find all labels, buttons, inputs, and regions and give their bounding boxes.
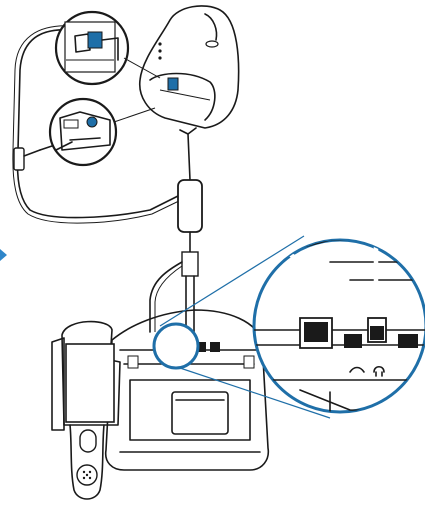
magnified-jack-view bbox=[252, 238, 425, 414]
handset-jack-symbol-icon bbox=[373, 365, 385, 377]
headset-base-unit bbox=[139, 5, 240, 135]
base-stand bbox=[171, 391, 229, 435]
cable-splitter bbox=[13, 144, 56, 171]
handset-grip bbox=[79, 429, 97, 453]
aux-jack-2 bbox=[398, 334, 418, 348]
aux-jack-1 bbox=[344, 334, 362, 348]
dc-jack-icon bbox=[86, 116, 98, 128]
zoom-leader-top bbox=[159, 235, 305, 327]
pointer-arrow-icon bbox=[0, 249, 7, 261]
headset-jack-symbol-icon bbox=[349, 366, 365, 373]
leader-line-1 bbox=[123, 57, 161, 79]
handset bbox=[51, 320, 121, 500]
ferrite-choke bbox=[177, 179, 203, 233]
desk-phone-base bbox=[104, 309, 270, 471]
modular-plug-icon bbox=[87, 31, 103, 49]
leader-line-2 bbox=[113, 107, 156, 123]
looping-cable bbox=[12, 25, 182, 224]
base-cable bbox=[149, 133, 203, 341]
inset-power-jack bbox=[48, 97, 118, 167]
inset-headset-port bbox=[54, 10, 130, 86]
zoom-leader-bottom bbox=[179, 367, 331, 419]
modular-jack-icon bbox=[167, 77, 179, 91]
